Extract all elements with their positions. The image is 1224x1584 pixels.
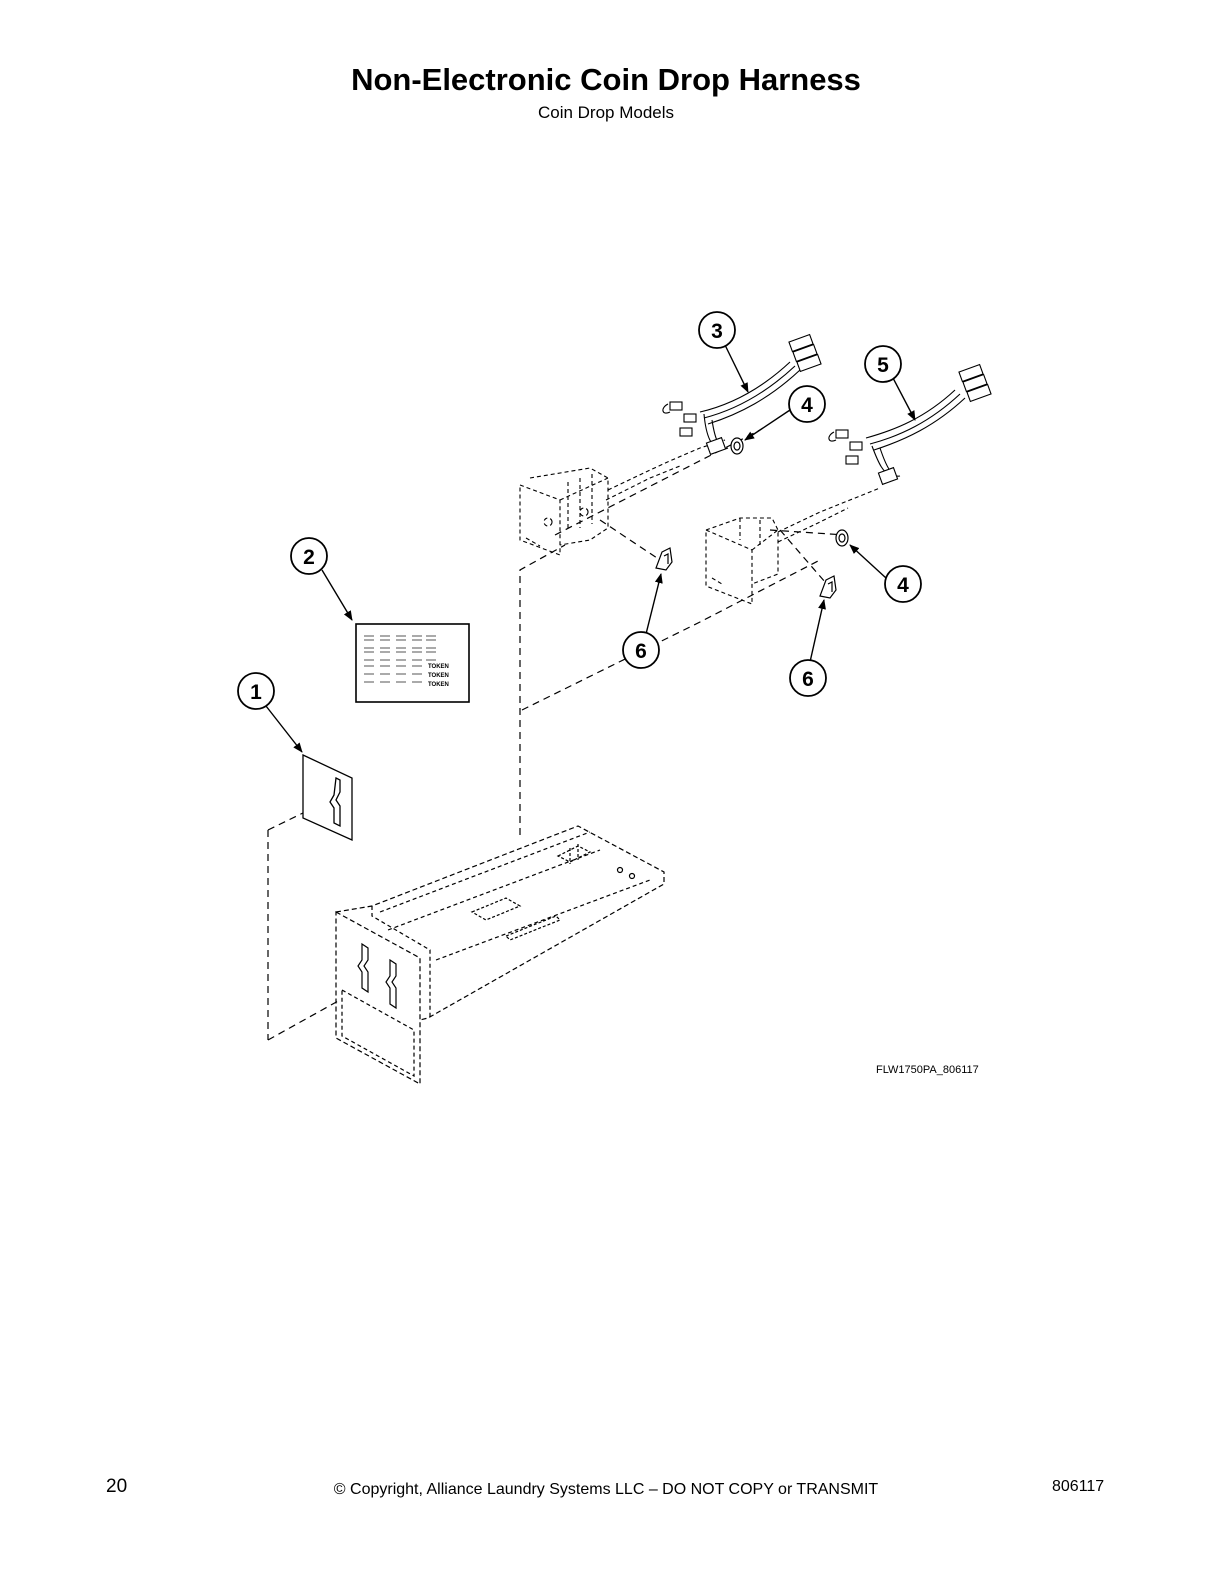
callout-3: 3: [698, 311, 736, 349]
callout-arrows: [265, 344, 916, 753]
callout-6-left: 6: [622, 631, 660, 669]
callout-2: 2: [290, 537, 328, 575]
copyright-notice: © Copyright, Alliance Laundry Systems LL…: [333, 1481, 879, 1498]
clip-right: [819, 575, 837, 599]
decal-token-2: TOKEN: [428, 673, 449, 679]
figure-id: FLW1750PA_806117: [876, 1064, 979, 1076]
coin-drop-bracket-right: [705, 487, 881, 605]
callout-6-left-label: 6: [635, 640, 647, 663]
callout-4-lower-label: 4: [897, 574, 909, 597]
callout-4-upper: 4: [788, 385, 826, 423]
wire-harness-left: [662, 333, 822, 456]
decal-token-1: TOKEN: [428, 664, 449, 670]
callout-1-label: 1: [250, 681, 262, 704]
callout-3-label: 3: [711, 320, 723, 343]
pricing-decal: TOKEN TOKEN TOKEN: [355, 623, 470, 703]
grommet-lower: [835, 529, 849, 547]
dashed-leader-lines: [267, 429, 846, 1041]
page-subtitle: Coin Drop Models: [537, 103, 675, 122]
clip-left: [655, 547, 673, 571]
callout-4-lower: 4: [884, 565, 922, 603]
callout-6-right: 6: [789, 659, 827, 697]
page-title: Non-Electronic Coin Drop Harness: [351, 62, 861, 97]
callout-1: 1: [237, 672, 275, 710]
wire-harness-right: [828, 363, 992, 486]
decal-token-3: TOKEN: [428, 682, 449, 688]
callout-4-upper-label: 4: [801, 394, 813, 417]
coin-slot-plate: [302, 753, 353, 842]
grommet-upper: [730, 437, 744, 455]
callout-6-right-label: 6: [802, 668, 814, 691]
callout-5-label: 5: [877, 354, 889, 377]
coin-drop-chassis: [335, 825, 665, 1086]
callout-2-label: 2: [303, 546, 315, 569]
coin-drop-bracket-left: [519, 439, 726, 556]
page-number: 20: [106, 1476, 128, 1497]
callout-5: 5: [864, 345, 902, 383]
document-number: 806117: [1052, 1478, 1105, 1495]
